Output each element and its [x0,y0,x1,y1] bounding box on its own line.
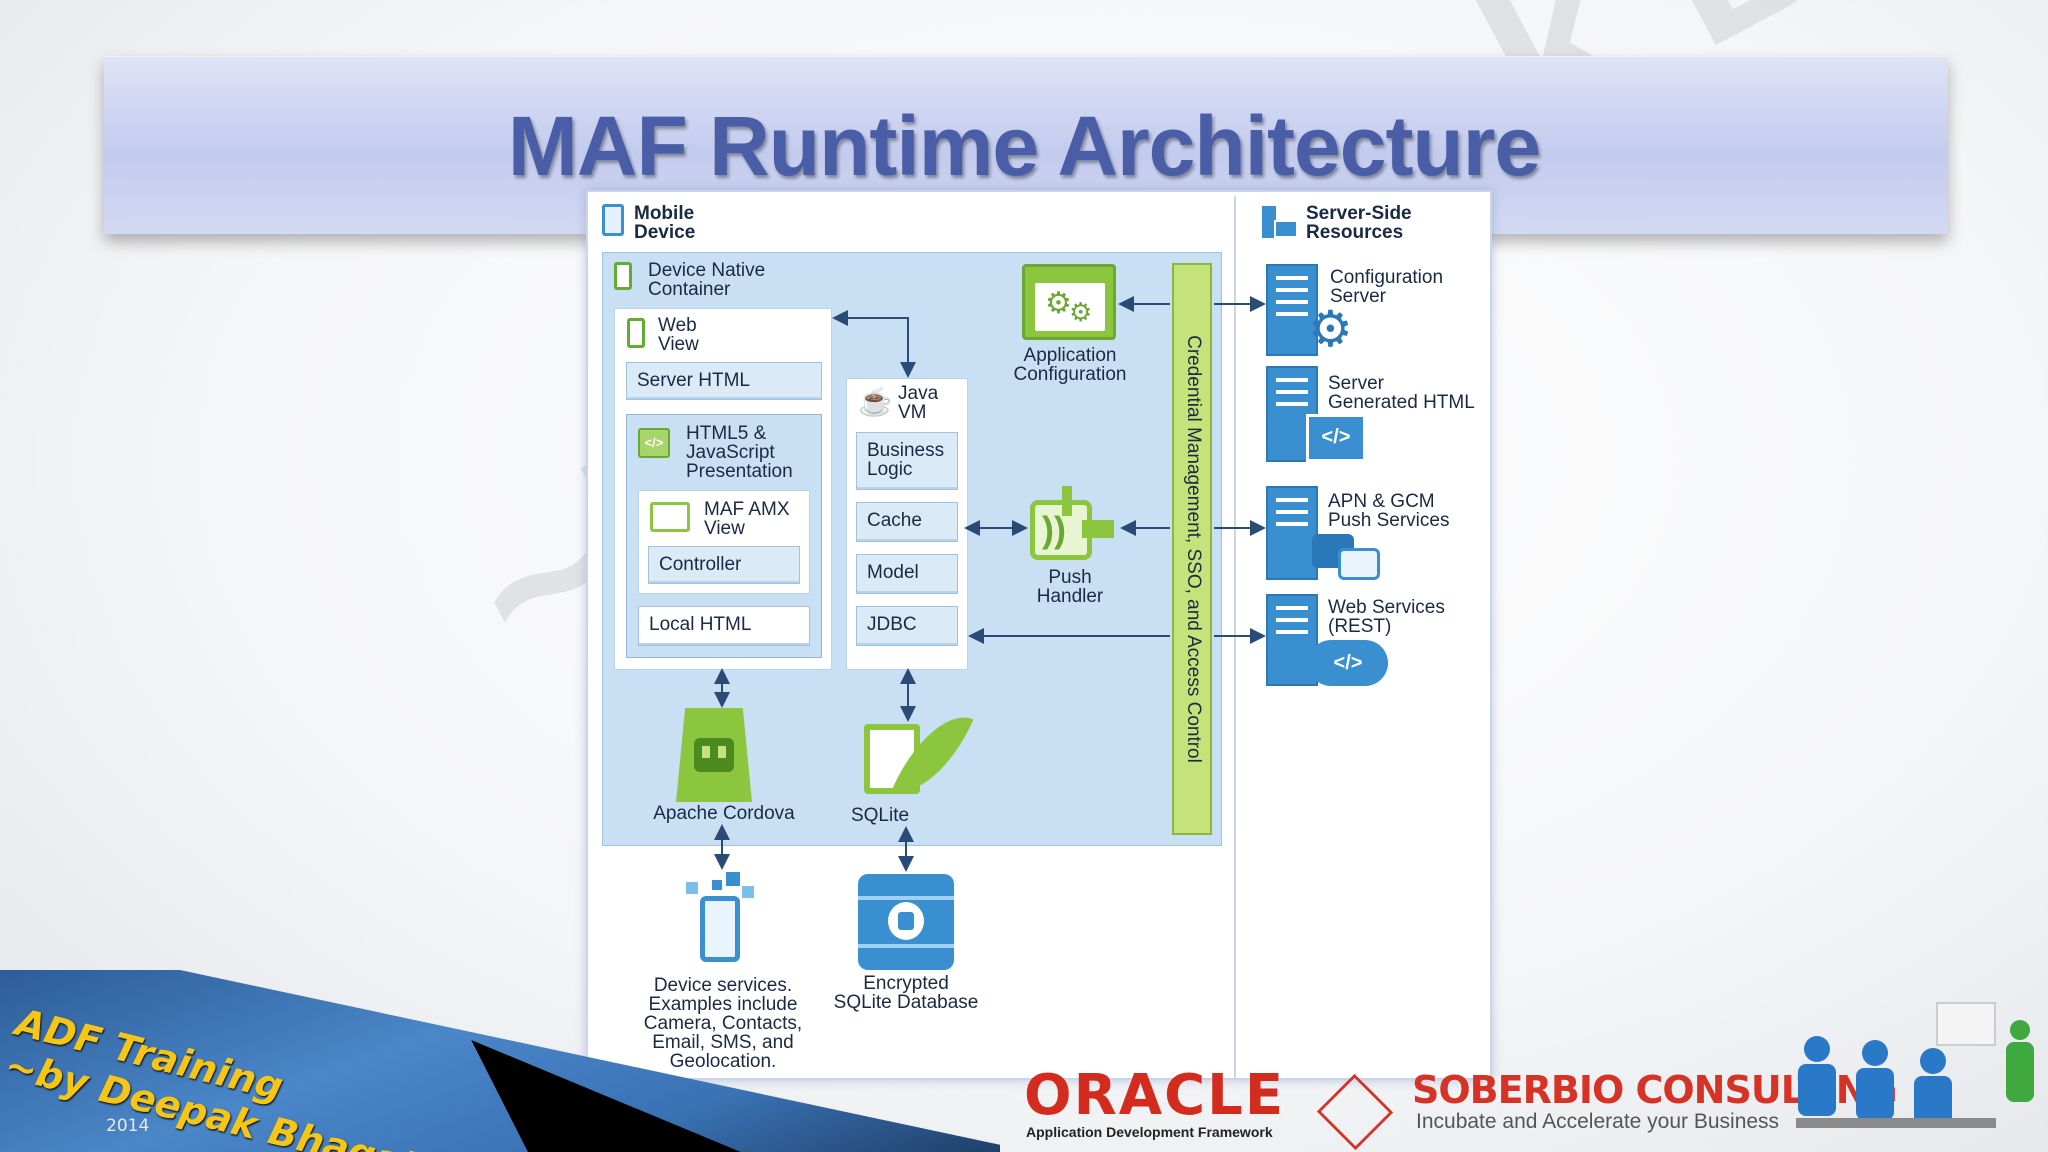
jdbc-box: JDBC [856,606,958,646]
web-services-server-icon [1266,594,1318,686]
maf-amx-icon [650,502,690,532]
controller-box: Controller [648,546,800,584]
apn-server-icon [1266,486,1318,580]
config-server-label: Configuration Server [1330,267,1444,307]
server-side-icon [1262,206,1276,238]
device-services-icon [686,872,758,966]
push-handler-icon: )) [1030,486,1116,566]
server-side-icon-part [1274,220,1298,238]
model-box: Model [856,554,958,594]
web-view-label: Web View [658,315,699,355]
oracle-logo: ORACLE [1024,1063,1286,1128]
push-handler-label: Push Handler [1036,567,1104,607]
app-config-label: Application Configuration [1013,345,1127,385]
cloud-icon: </> [1308,640,1388,686]
cordova-label: Apache Cordova [653,803,795,824]
maf-amx-label: MAF AMX View [704,499,790,539]
java-vm-label: Java VM [898,383,939,423]
encrypted-db-icon [858,874,954,970]
local-html-box: Local HTML [638,606,810,646]
code-icon: </> [1306,414,1366,462]
device-services-label: Device services. Examples include Camera… [643,975,803,1072]
page-title: MAF Runtime Architecture [507,99,1541,193]
mobile-device-icon [602,204,624,236]
webview-javavm-arrow [832,310,916,378]
native-container-label: Device Native Container [648,260,766,300]
config-server-icon [1266,264,1318,356]
server-gen-html-label: Server Generated HTML [1328,373,1475,413]
footer-year: 2014 [106,1116,150,1136]
encrypted-db-label: Encrypted SQLite Database [833,973,979,1013]
gear-icon: ⚙ [1308,301,1353,357]
sqlite-label: SQLite [850,805,910,826]
cache-box: Cache [856,502,958,542]
server-html-box: Server HTML [626,362,822,400]
web-view-icon [627,318,645,348]
company-tagline: Incubate and Accelerate your Business [1416,1110,1780,1133]
business-logic-box: Business Logic [856,432,958,490]
chat-bubble-icon [1338,548,1380,580]
classroom-illustration [1796,1000,2048,1152]
oracle-subtitle: Application Development Framework [1026,1124,1273,1140]
html5-icon: </> [638,428,670,458]
html5-label: HTML5 & JavaScript Presentation [686,423,793,482]
web-services-label: Web Services (REST) [1328,597,1445,637]
app-config-icon: ⚙ ⚙ [1022,264,1116,340]
server-side-label: Server-Side Resources [1306,203,1412,243]
credential-bar [1172,263,1212,835]
container-icon [614,262,632,290]
mobile-device-label: Mobile Device [634,203,696,243]
apn-gcm-label: APN & GCM Push Services [1328,491,1450,531]
cordova-icon [676,708,752,802]
